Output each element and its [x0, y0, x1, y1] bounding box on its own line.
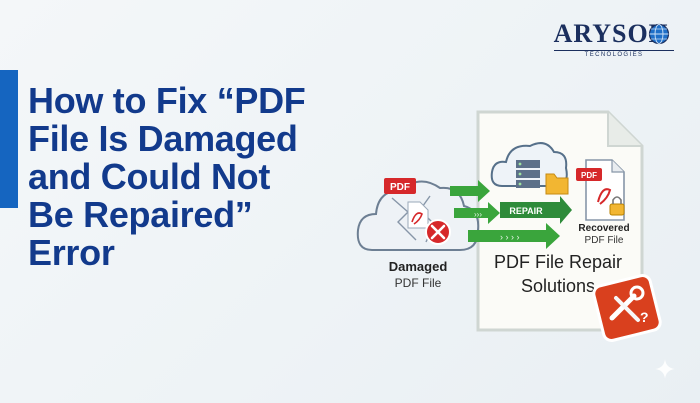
pdf-repair-illustration: PDF File Repair Solutions PDF Damaged PD… [356, 110, 662, 342]
svg-text:›››: ››› [474, 210, 482, 219]
damaged-subtitle: PDF File [395, 276, 442, 290]
logo-tagline: TECNOLOGIES [554, 50, 674, 58]
lock-icon [609, 196, 625, 216]
error-x-icon [425, 219, 451, 245]
title-line-5: Error [28, 232, 115, 273]
recovered-subtitle: PDF File [585, 235, 624, 246]
title-line-2: File Is Damaged [28, 118, 298, 159]
svg-text:?: ? [640, 309, 649, 325]
repair-arrows: ››› › › › › [450, 180, 560, 249]
svg-text:PDF: PDF [581, 171, 597, 180]
repair-label: REPAIR [509, 206, 543, 216]
sparkle-icon [655, 359, 675, 379]
brand-logo[interactable]: ARYSON TECNOLOGIES [536, 20, 686, 60]
logo-wordmark: ARYSON [553, 19, 669, 48]
damaged-pdf-tag: PDF [384, 178, 416, 194]
title-line-1: How to Fix “PDF [28, 80, 306, 121]
damaged-title: Damaged [389, 259, 448, 274]
accent-bar [0, 70, 18, 208]
globe-icon [648, 23, 670, 45]
repair-tools-badge-icon: ? [592, 274, 662, 342]
recovered-pdf-tag: PDF [576, 168, 602, 181]
title-line-4: Be Repaired” [28, 194, 253, 235]
page-title: How to Fix “PDF File Is Damaged and Coul… [28, 82, 358, 272]
solutions-line-1: PDF File Repair [494, 252, 622, 272]
folder-icon [545, 173, 569, 195]
recovered-title: Recovered [578, 223, 629, 234]
title-line-3: and Could Not [28, 156, 271, 197]
repair-banner: REPAIR [500, 196, 572, 224]
svg-text:PDF: PDF [390, 182, 410, 193]
solutions-line-2: Solutions [521, 276, 595, 296]
svg-text:› › › ›: › › › › [500, 232, 520, 242]
